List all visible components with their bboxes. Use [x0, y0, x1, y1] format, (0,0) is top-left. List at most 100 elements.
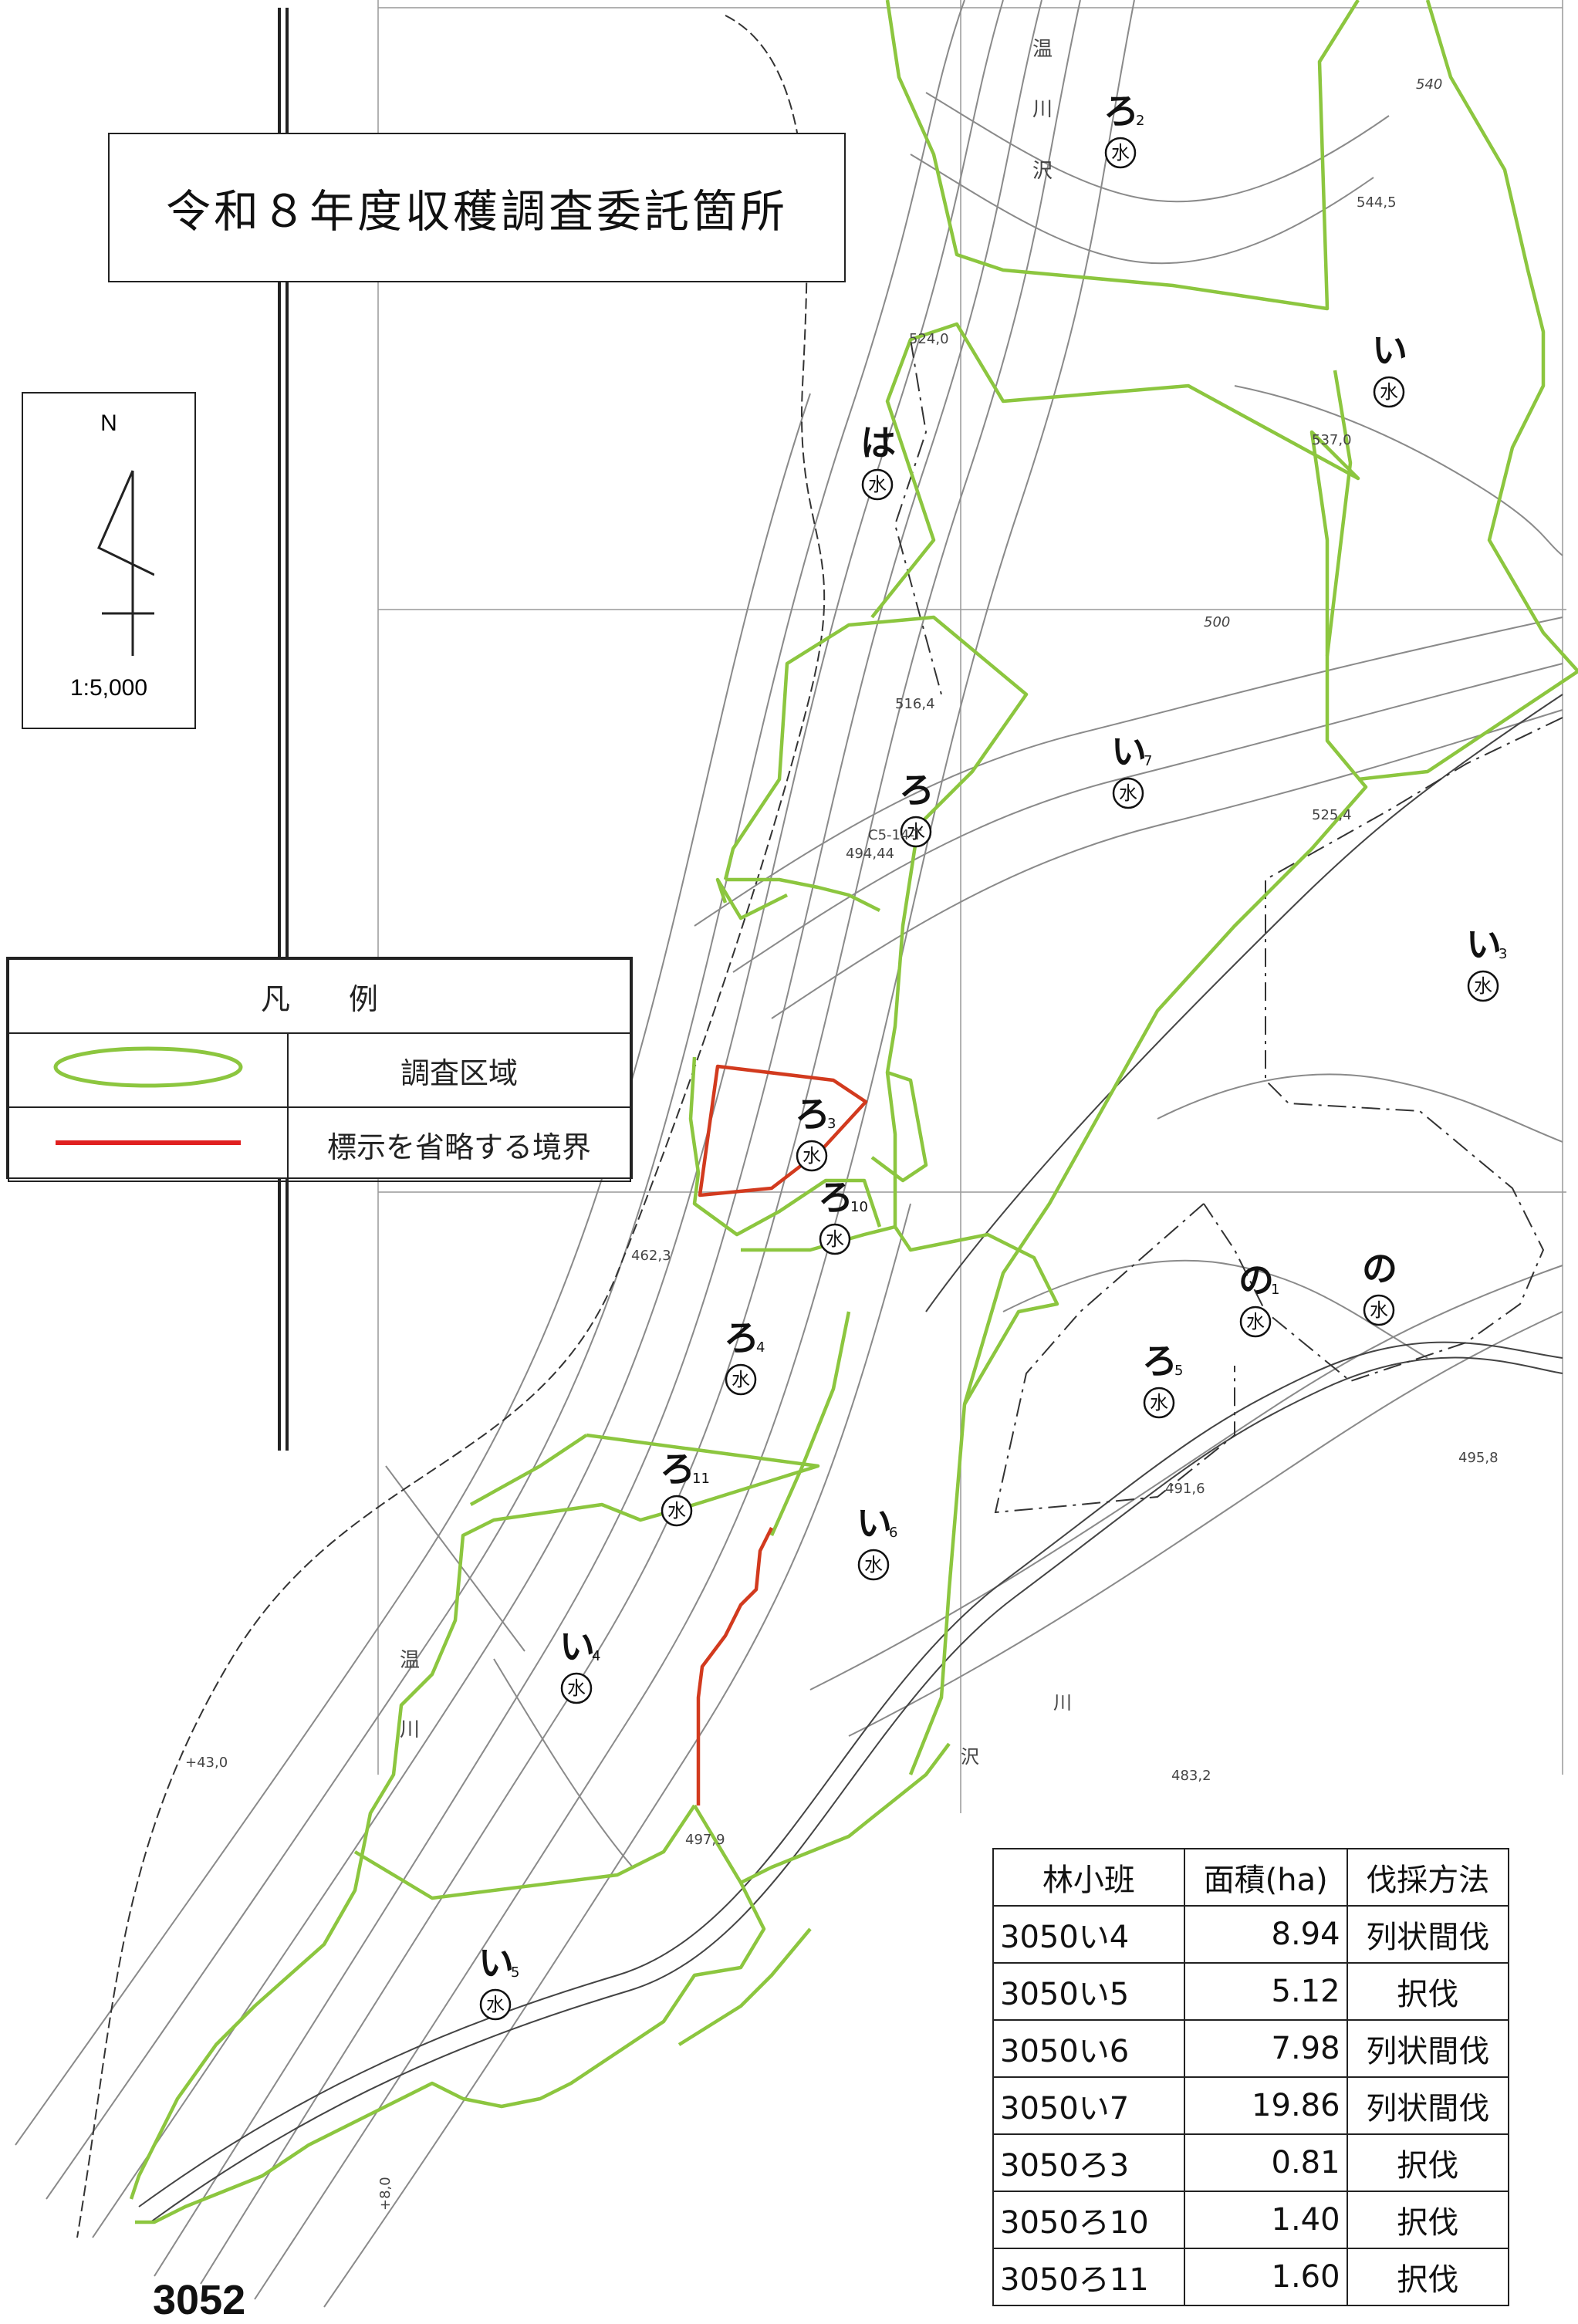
stand-labels: ろ2水い水は水い7水ろ水い3水ろ3水ろ10水の1水の水ろ4水ろ5水ろ11水い6水… — [478, 90, 1507, 2021]
river — [138, 694, 1563, 2223]
table-cell-stand: 3050ろ10 — [992, 2191, 1185, 2249]
river-name-char: 川 — [400, 1718, 420, 1741]
survey-point-label: C5-14-T — [868, 827, 922, 843]
stand-kana: の — [1362, 1248, 1397, 1289]
north-label: N — [100, 410, 117, 436]
legend-symbol-survey-area — [8, 1032, 289, 1108]
stand-kana: は — [860, 422, 896, 464]
table-cell-stand: 3050ろ3 — [992, 2133, 1185, 2192]
water-mark-char: 水 — [1119, 782, 1137, 804]
table-header-area: 面積(ha) — [1183, 1848, 1348, 1907]
table-cell-method: 列状間伐 — [1346, 2019, 1510, 2078]
stand-label: ろ2水 — [1103, 90, 1144, 169]
river-name-char: 温 — [400, 1649, 420, 1672]
water-mark-char: 水 — [1474, 975, 1492, 997]
stand-kana: い — [478, 1942, 514, 1984]
elevation-label: 544,5 — [1357, 194, 1397, 211]
water-mark-icon — [1373, 376, 1405, 408]
water-mark-char: 水 — [907, 821, 925, 843]
admin-boundary — [894, 339, 1563, 1514]
elevation-label: 491,6 — [1165, 1481, 1205, 1497]
stand-sub-number: 11 — [692, 1471, 710, 1487]
scale-label: 1:5,000 — [69, 675, 148, 701]
water-mark-icon — [857, 1549, 890, 1581]
water-mark-char: 水 — [667, 1500, 686, 1522]
stand-kana: ろ — [1103, 90, 1139, 132]
elevation-label: 462,3 — [631, 1248, 671, 1264]
stand-kana: い — [857, 1502, 892, 1544]
table-cell-area: 7.98 — [1183, 2019, 1348, 2078]
table-cell-area: 5.12 — [1183, 1962, 1348, 2021]
water-mark-char: 水 — [803, 1145, 821, 1167]
stand-sub-number: 5 — [511, 1964, 519, 1981]
survey-area-boundaries — [129, 0, 1578, 2224]
stand-label: い6水 — [857, 1502, 897, 1581]
river-name-char: 沢 — [961, 1746, 979, 1768]
water-mark-icon — [861, 468, 894, 501]
stand-sub-number: 5 — [1174, 1363, 1183, 1379]
stand-label: ろ5水 — [1142, 1340, 1183, 1419]
sheet-number: 3052 — [153, 2277, 246, 2323]
water-mark-char: 水 — [567, 1677, 586, 1699]
water-mark-icon — [725, 1363, 757, 1396]
stand-sub-number: 3 — [827, 1116, 836, 1132]
legend-label-omit-boundary: 標示を省略する境界 — [287, 1106, 631, 1182]
trail — [76, 15, 826, 2238]
stand-label: い5水 — [478, 1942, 519, 2021]
table-cell-method: 択伐 — [1346, 2248, 1510, 2306]
stand-sub-number: 4 — [756, 1339, 765, 1356]
table-cell-method: 択伐 — [1346, 2133, 1510, 2192]
stand-sub-number: 10 — [850, 1199, 868, 1215]
stand-sub-number: 1 — [1271, 1282, 1279, 1298]
table-cell-stand: 3050い5 — [992, 1962, 1185, 2021]
map-grid — [377, 0, 1566, 1813]
stand-kana: ろ — [1142, 1340, 1178, 1382]
water-mark-icon — [661, 1495, 693, 1527]
water-mark-icon — [560, 1672, 593, 1704]
river-name-char: 沢 — [1032, 160, 1053, 183]
stand-label: い4水 — [559, 1626, 600, 1704]
stand-sub-number: 2 — [1136, 113, 1144, 129]
stand-sub-number: 7 — [1144, 753, 1152, 769]
table-cell-stand: 3050い4 — [992, 1905, 1185, 1964]
stand-sub-number: 4 — [592, 1648, 600, 1664]
table-cell-stand: 3050ろ11 — [992, 2248, 1185, 2306]
table-cell-area: 1.40 — [1183, 2191, 1348, 2249]
map-annotations: 524,0 537,0 544,5 516,4 525,4 462,3 491,… — [185, 38, 1499, 2211]
stand-label: ろ水 — [899, 769, 934, 848]
stand-label: い3水 — [1466, 924, 1507, 1002]
table-cell-method: 列状間伐 — [1346, 2076, 1510, 2135]
water-mark-char: 水 — [1111, 142, 1130, 164]
river-name-char: 川 — [1053, 1692, 1072, 1714]
water-mark-icon — [1143, 1387, 1175, 1419]
stand-kana: ろ — [795, 1093, 830, 1135]
stand-label: ろ4水 — [724, 1317, 765, 1396]
elevation-label: 525,4 — [1312, 807, 1352, 823]
water-mark-char: 水 — [486, 1994, 505, 2015]
stand-label: い水 — [1372, 329, 1407, 408]
north-arrow-box: N 1:5,000 — [22, 392, 196, 729]
river-name-char: 川 — [1032, 98, 1053, 121]
water-mark-char: 水 — [1150, 1392, 1168, 1414]
stand-kana: ろ — [899, 769, 934, 811]
table-cell-method: 択伐 — [1346, 2191, 1510, 2249]
stand-sub-number: 6 — [889, 1525, 897, 1541]
elevation-label: +43,0 — [185, 1755, 228, 1771]
table-cell-area: 1.60 — [1183, 2248, 1348, 2306]
elevation-label: 524,0 — [909, 331, 949, 347]
table-cell-stand: 3050い6 — [992, 2019, 1185, 2078]
table-header-stand: 林小班 — [992, 1848, 1185, 1907]
table-header-method: 伐採方法 — [1346, 1848, 1510, 1907]
stand-kana: ろ — [660, 1448, 695, 1490]
water-mark-icon — [479, 1988, 512, 2021]
stand-kana: ろ — [818, 1177, 853, 1218]
